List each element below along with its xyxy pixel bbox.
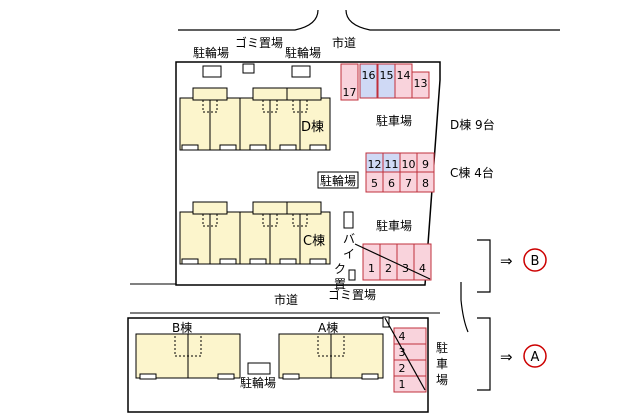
bike-storage-box — [343, 211, 354, 229]
building-a — [278, 333, 384, 380]
bike-storage-label: バ イ ク 置 — [334, 232, 359, 291]
parking-stall-ab-4-label: 4 — [399, 330, 406, 343]
building-d — [179, 87, 331, 151]
bicycle-parking-label-south: 駐輪場 — [240, 375, 276, 390]
bicycle-rack-north-right — [291, 65, 311, 78]
bike-storage-label-char-4: 置 — [334, 277, 346, 291]
parking-stall-c-2-label: 2 — [385, 262, 392, 275]
road-label-middle: 市道 — [274, 292, 298, 307]
parking-stall-c-3-label: 3 — [402, 262, 409, 275]
road-label-top: 市道 — [332, 35, 356, 50]
c-stall-count: C棟 4台 — [450, 165, 494, 180]
route-marker-a: A — [531, 350, 540, 365]
bicycle-rack-north-left — [202, 65, 222, 78]
parking-stall-13-box — [411, 71, 430, 99]
parking-stall-8-label: 8 — [422, 177, 429, 190]
parking-stall-c-1-label: 1 — [368, 262, 375, 275]
d-stall-count: D棟 9台 — [450, 117, 495, 132]
parking-stall-ab-3-label: 3 — [399, 346, 406, 359]
bicycle-parking-label-north-right: 駐輪場 — [285, 45, 321, 60]
parking-stall-12-label: 12 — [368, 158, 382, 171]
parking-stall-11-label: 11 — [385, 158, 399, 171]
route-arrow-b: ⇒ — [500, 252, 513, 270]
parking-stall-17-box — [340, 63, 359, 101]
parking-label-lower-char-1: 駐 — [436, 340, 448, 355]
garbage-box-south — [348, 269, 356, 281]
parking-stall-ab-1-label: 1 — [399, 378, 406, 391]
lot-edge-curve — [460, 282, 469, 333]
garbage-label-north: ゴミ置場 — [235, 35, 283, 50]
road-entrance-left — [178, 9, 319, 31]
bike-storage-label-char-3: ク — [334, 262, 346, 276]
building-a-label: A棟 — [318, 320, 338, 335]
parking-stall-17-label: 17 — [343, 86, 357, 99]
bike-storage-label-char-1: バ — [343, 232, 355, 246]
parking-stall-15-label: 15 — [380, 69, 394, 82]
parking-stall-5-label: 5 — [371, 177, 378, 190]
parking-label-middle: 駐車場 — [376, 218, 412, 233]
parking-stall-ab-1-box — [393, 375, 427, 393]
route-bracket-b — [477, 239, 491, 293]
bicycle-parking-label-center-frame — [317, 171, 359, 189]
south-lot-boundary — [127, 317, 429, 413]
parking-label-lower-char-2: 車 — [436, 357, 448, 371]
parking-stall-8-box — [416, 171, 435, 193]
parking-label-lower-char-3: 場 — [436, 373, 448, 387]
building-b — [135, 333, 241, 380]
building-d-label: D棟 — [301, 120, 324, 135]
building-c-label: C棟 — [303, 234, 325, 249]
parking-stall-9-label: 9 — [422, 158, 429, 171]
bicycle-parking-label-north-left: 駐輪場 — [193, 45, 229, 60]
parking-stall-6-label: 6 — [388, 177, 395, 190]
garbage-box-south-lot — [382, 316, 390, 328]
parking-label-upper: 駐車場 — [376, 113, 412, 128]
parking-label-lower: 駐 車 場 — [436, 340, 452, 387]
road-entrance-right — [345, 9, 560, 31]
garbage-label-south: ゴミ置場 — [328, 287, 376, 302]
parking-stall-13-label: 13 — [414, 77, 428, 90]
garbage-box-north — [242, 63, 255, 74]
stall-diagonal-c — [354, 243, 431, 280]
bike-storage-label-char-2: イ — [343, 247, 355, 261]
parking-stall-c-4-label: 4 — [419, 262, 426, 275]
route-arrow-a: ⇒ — [500, 348, 513, 366]
building-b-label: B棟 — [172, 320, 192, 335]
stall-group-d-left: 17 — [340, 63, 359, 101]
route-marker-a-ring — [523, 344, 547, 368]
parking-stall-16-label: 16 — [362, 69, 376, 82]
bicycle-rack-south — [247, 362, 271, 375]
route-marker-b-ring — [523, 248, 547, 272]
parking-stall-ab-2-label: 2 — [399, 362, 406, 375]
building-c — [179, 201, 331, 265]
parking-stall-c-4-box — [413, 243, 432, 281]
parking-stall-7-label: 7 — [405, 177, 412, 190]
parking-stall-16-box — [359, 63, 378, 99]
parking-stall-14-label: 14 — [397, 69, 411, 82]
route-bracket-a — [477, 317, 491, 391]
route-marker-b: B — [531, 254, 540, 269]
stall-diagonal-ab — [384, 317, 426, 391]
bicycle-parking-label-center: 駐輪場 — [320, 173, 356, 188]
parking-stall-10-label: 10 — [402, 158, 416, 171]
